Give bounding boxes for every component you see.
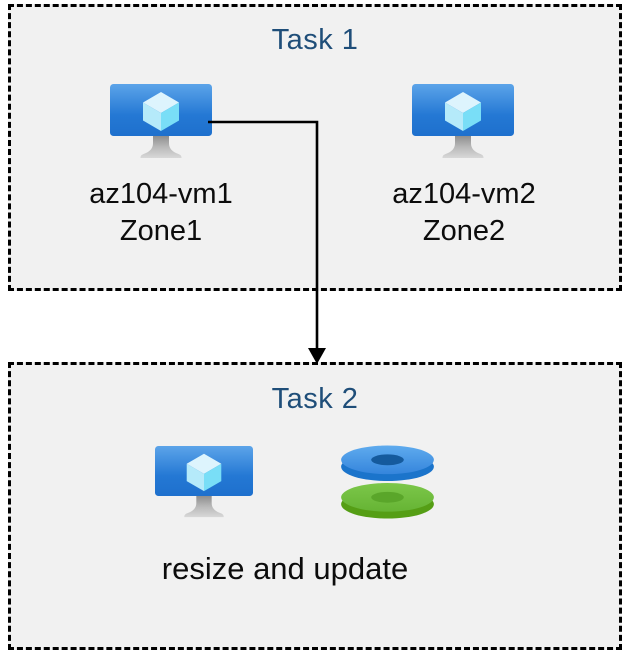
vm2-label: az104-vm2 Zone2: [344, 176, 584, 250]
virtual-machine-icon: [110, 84, 212, 158]
task2-box: [8, 362, 622, 650]
vm2-name: az104-vm2: [392, 178, 536, 210]
task1-title: Task 1: [271, 24, 359, 56]
virtual-machine-icon: [412, 84, 514, 158]
vm2-zone: Zone2: [422, 215, 506, 247]
disks-icon: [341, 445, 434, 519]
virtual-machine-icon: [155, 446, 253, 518]
task2-title: Task 2: [271, 383, 359, 415]
task2-caption: resize and update: [161, 551, 409, 586]
vm1-label: az104-vm1 Zone1: [41, 176, 281, 250]
vm1-name: az104-vm1: [89, 178, 233, 210]
vm1-zone: Zone1: [119, 215, 203, 247]
